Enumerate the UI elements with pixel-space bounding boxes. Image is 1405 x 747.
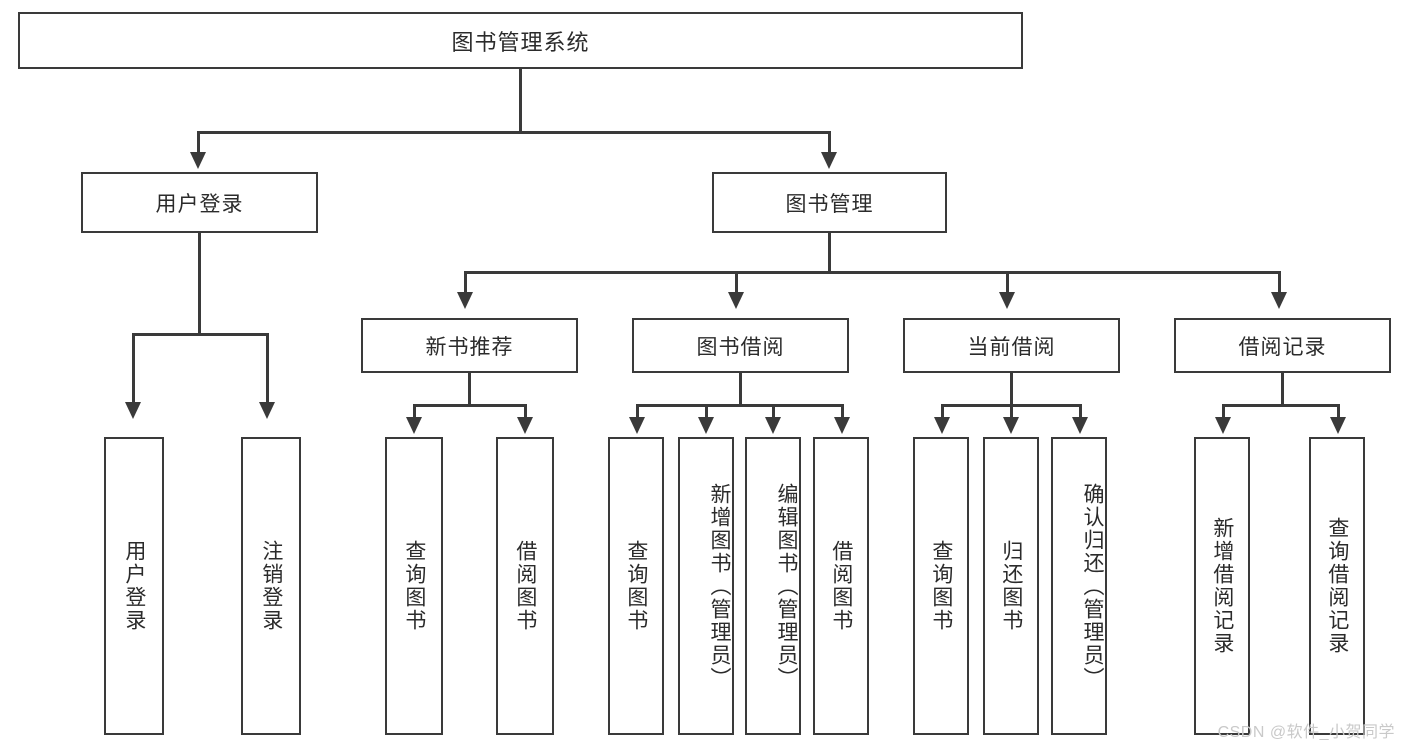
- arrow-bm-to-new-book-recommend: [457, 292, 473, 309]
- leaf-nbr-borrow-book[interactable]: 借阅图书: [496, 437, 554, 735]
- connector-nbr-drop-1: [413, 404, 416, 420]
- connector-nbr-bus: [413, 404, 527, 407]
- connector-root-to-user-login: [197, 131, 200, 155]
- leaf-bb-edit-book-admin[interactable]: 编辑图书（管理员）: [745, 437, 801, 735]
- connector-bm-drop-2: [735, 271, 738, 295]
- node-borrow-record[interactable]: 借阅记录: [1174, 318, 1391, 373]
- connector-user-login-drop-2: [266, 333, 269, 405]
- connector-bb-bus: [636, 404, 844, 407]
- leaf-nbr-query-book[interactable]: 查询图书: [385, 437, 443, 735]
- watermark-csdn: CSDN @软件_小贺同学: [1217, 724, 1395, 741]
- connector-bm-drop-1: [464, 271, 467, 295]
- node-new-book-recommend[interactable]: 新书推荐: [361, 318, 578, 373]
- connector-bb-drop-1: [636, 404, 639, 420]
- connector-user-login-drop-1: [132, 333, 135, 405]
- connector-bm-drop-4: [1278, 271, 1281, 295]
- connector-book-management-bus: [464, 271, 1281, 274]
- connector-nbr-stem: [468, 373, 471, 406]
- arrow-bb-leaf-1: [629, 417, 645, 434]
- arrow-br-leaf-1: [1215, 417, 1231, 434]
- arrow-user-login-leaf-2: [259, 402, 275, 419]
- arrow-cb-leaf-2: [1003, 417, 1019, 434]
- connector-bb-stem: [739, 373, 742, 406]
- arrow-br-leaf-2: [1330, 417, 1346, 434]
- arrow-user-login-leaf-1: [125, 402, 141, 419]
- connector-cb-drop-3: [1079, 404, 1082, 420]
- arrow-bm-to-book-borrow: [728, 292, 744, 309]
- arrow-bm-to-borrow-record: [1271, 292, 1287, 309]
- leaf-bb-borrow-book[interactable]: 借阅图书: [813, 437, 869, 735]
- leaf-bb-add-book-admin[interactable]: 新增图书（管理员）: [678, 437, 734, 735]
- connector-bb-drop-3: [772, 404, 775, 420]
- connector-user-login-bus: [132, 333, 269, 336]
- arrow-root-to-user-login: [190, 152, 206, 169]
- arrow-nbr-leaf-2: [517, 417, 533, 434]
- connector-bb-drop-4: [841, 404, 844, 420]
- node-book-borrow[interactable]: 图书借阅: [632, 318, 849, 373]
- connector-bb-drop-2: [705, 404, 708, 420]
- arrow-bb-leaf-3: [765, 417, 781, 434]
- leaf-br-add-record[interactable]: 新增借阅记录: [1194, 437, 1250, 735]
- arrow-bb-leaf-2: [698, 417, 714, 434]
- arrow-cb-leaf-3: [1072, 417, 1088, 434]
- arrow-bm-to-current-borrow: [999, 292, 1015, 309]
- node-root-book-management-system[interactable]: 图书管理系统: [18, 12, 1023, 69]
- leaf-cb-return-book[interactable]: 归还图书: [983, 437, 1039, 735]
- leaf-bb-query-book[interactable]: 查询图书: [608, 437, 664, 735]
- connector-cb-drop-1: [941, 404, 944, 420]
- leaf-cb-query-book[interactable]: 查询图书: [913, 437, 969, 735]
- node-user-login[interactable]: 用户登录: [81, 172, 318, 233]
- connector-cb-drop-2: [1010, 404, 1013, 420]
- leaf-user-login-user-login[interactable]: 用户登录: [104, 437, 164, 735]
- node-book-management[interactable]: 图书管理: [712, 172, 947, 233]
- leaf-user-login-logout[interactable]: 注销登录: [241, 437, 301, 735]
- arrow-cb-leaf-1: [934, 417, 950, 434]
- leaf-cb-confirm-return-admin[interactable]: 确认归还（管理员）: [1051, 437, 1107, 735]
- connector-book-management-stem: [828, 233, 831, 273]
- connector-root-to-book-management: [828, 131, 831, 155]
- connector-br-drop-2: [1337, 404, 1340, 420]
- node-current-borrow[interactable]: 当前借阅: [903, 318, 1120, 373]
- connector-root-bus: [197, 131, 831, 134]
- connector-br-drop-1: [1222, 404, 1225, 420]
- connector-root-stem: [519, 69, 522, 133]
- arrow-nbr-leaf-1: [406, 417, 422, 434]
- leaf-br-query-record[interactable]: 查询借阅记录: [1309, 437, 1365, 735]
- arrow-bb-leaf-4: [834, 417, 850, 434]
- connector-nbr-drop-2: [524, 404, 527, 420]
- arrow-root-to-book-management: [821, 152, 837, 169]
- connector-br-bus: [1222, 404, 1340, 407]
- connector-bm-drop-3: [1006, 271, 1009, 295]
- connector-user-login-stem: [198, 233, 201, 335]
- connector-cb-stem: [1010, 373, 1013, 406]
- connector-br-stem: [1281, 373, 1284, 406]
